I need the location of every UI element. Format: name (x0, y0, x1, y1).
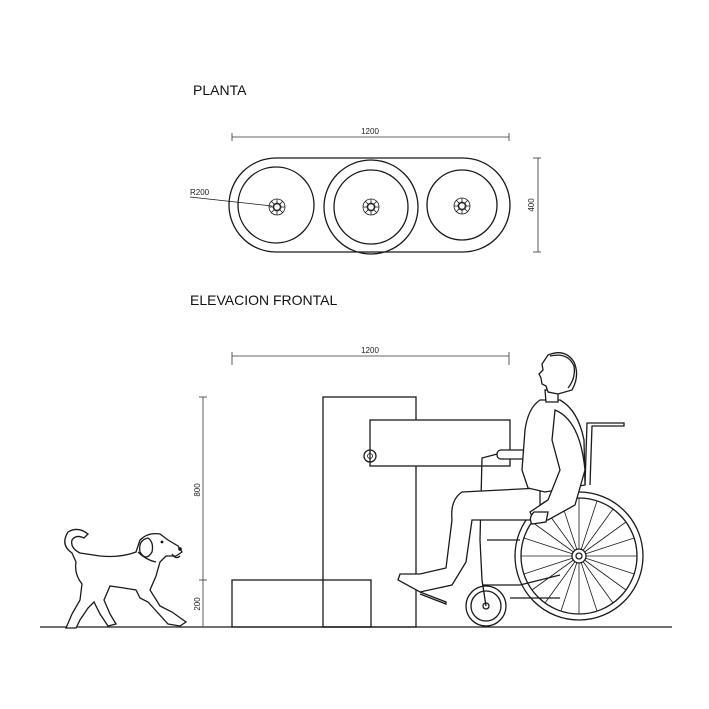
wheelchair-user (397, 352, 644, 627)
plan-fountain (228, 157, 511, 255)
elevation-fountain (231, 396, 511, 628)
plan-depth-dimension: 400 (527, 157, 541, 253)
fountain-column (322, 396, 417, 628)
plan-drain-left (268, 198, 286, 216)
plan-width-label: 1200 (361, 127, 379, 136)
low-basin (231, 579, 372, 628)
plan-drain-center (362, 198, 380, 216)
elevation-width-label: 1200 (361, 346, 379, 355)
plan-drain-right (453, 197, 471, 215)
elevation-height-dimension: 800 200 (193, 396, 207, 626)
elevation-step-label: 200 (193, 597, 202, 611)
elevation-width-dimension: 1200 (231, 346, 510, 365)
tap-icon (363, 449, 377, 463)
dog-figure (64, 528, 188, 629)
plan-title: PLANTA (193, 82, 247, 98)
elevation-height-label: 800 (193, 483, 202, 497)
plan-width-dimension: 1200 (231, 127, 510, 141)
plan-depth-label: 400 (527, 198, 536, 212)
high-basin (369, 419, 511, 467)
elevation-title: ELEVACION FRONTAL (190, 292, 338, 308)
plan-radius-annotation: R200 (189, 188, 273, 207)
plan-radius-label: R200 (190, 188, 210, 197)
